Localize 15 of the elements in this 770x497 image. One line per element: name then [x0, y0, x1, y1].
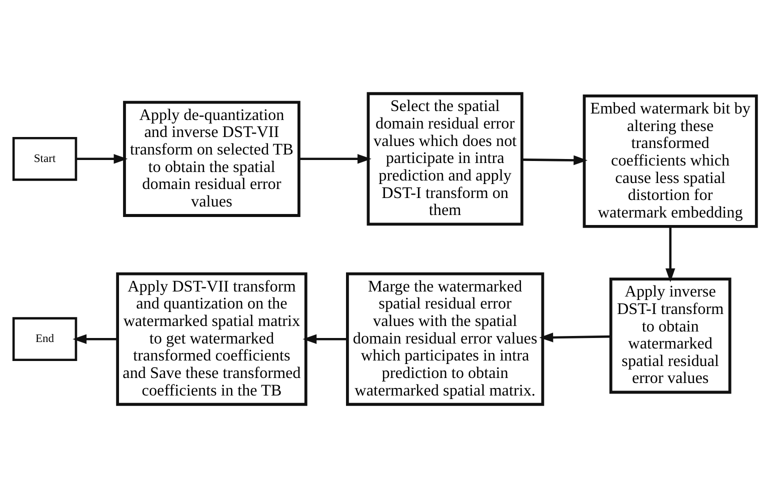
- node-box: Start: [12, 136, 78, 180]
- node-box: Select the spatial domain residual error values which does not participate in intra prediction and apply DST-I transform on them: [366, 92, 524, 226]
- node-box: Apply DST-VII transform and quantization on the watermarked spatial matrix to get watermarked transformed coefficients and Save these transformed coefficients in the TB: [116, 272, 308, 406]
- arrow: [76, 154, 128, 164]
- arrow: [539, 332, 611, 342]
- node-box: Embed watermark bit by altering these transformed coefficients which cause less spatial distortion for watermark embedding: [582, 94, 758, 228]
- node-box: Apply inverse DST-I transform to obtain watermarked spatial residual error values: [609, 277, 732, 394]
- arrow: [665, 226, 676, 282]
- arrow: [302, 334, 348, 344]
- arrow: [72, 334, 118, 344]
- arrow: [522, 154, 588, 165]
- arrow: [299, 154, 372, 164]
- node-box: Apply de-quantization and inverse DST-VII transform on selected TB to obtain the spatial domain residual error values: [123, 100, 300, 216]
- node-box: Marge the watermarked spatial residual error values with the spatial domain residual error values which participates in intra prediction to obtain watermarked spatial matrix.: [346, 272, 544, 406]
- node-box: End: [12, 316, 78, 361]
